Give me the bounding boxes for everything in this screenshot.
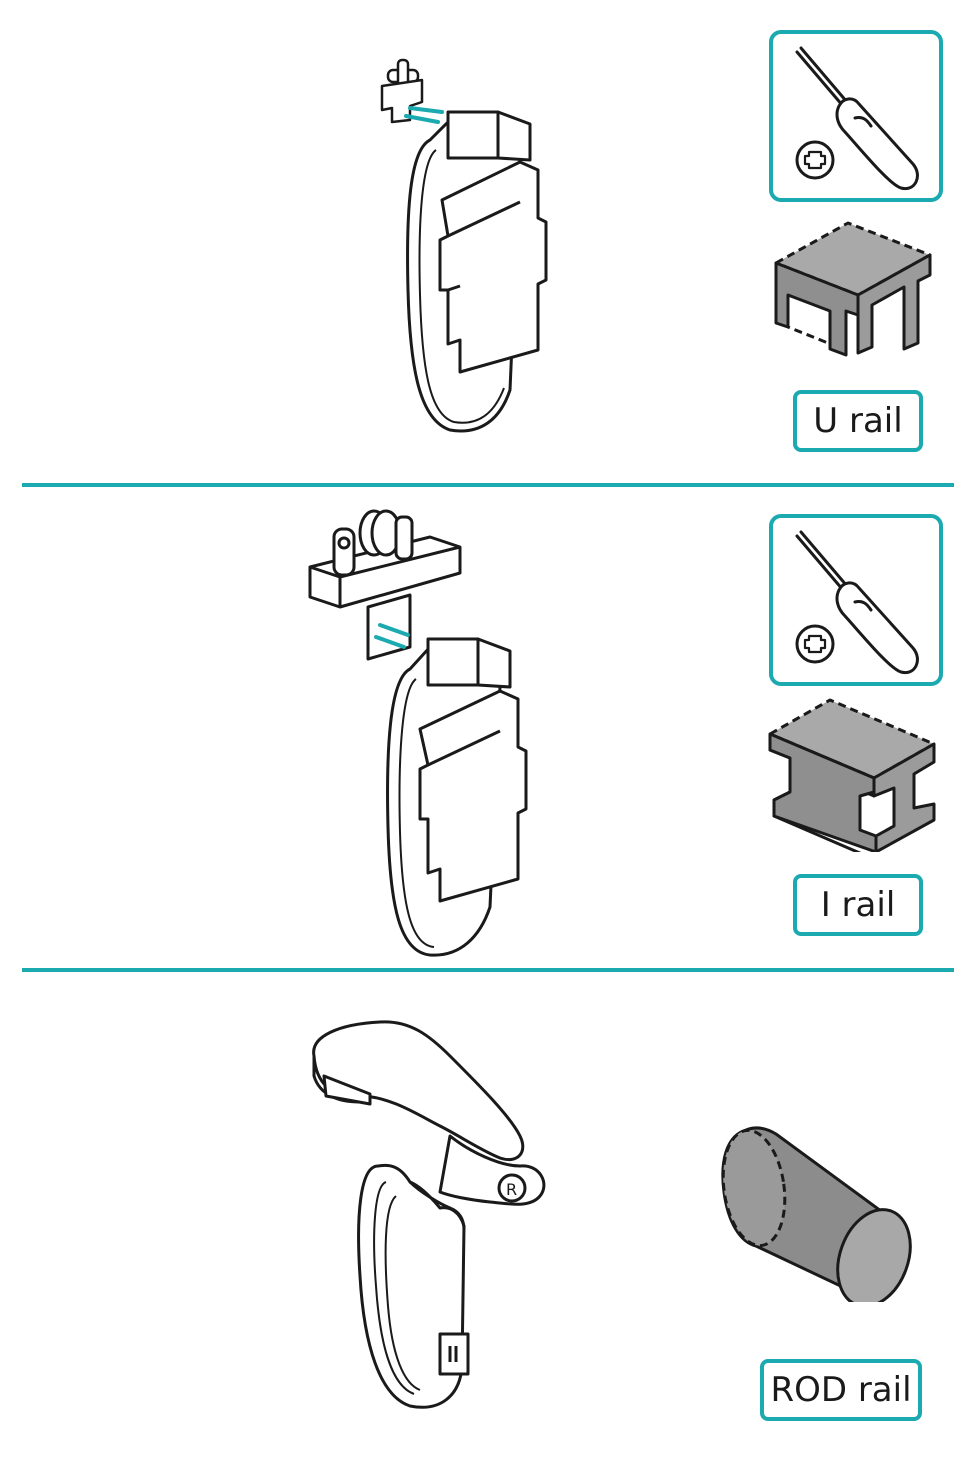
u-rail-device-illustration [370,50,570,440]
rod-rail-icon [716,1122,916,1302]
panel-u-rail: U rail [0,0,969,484]
svg-text:R: R [506,1180,517,1199]
screwdriver-tool-box-2 [769,514,943,686]
screwdriver-tool-box [769,30,943,202]
rod-rail-label: ROD rail [760,1359,922,1421]
u-rail-label: U rail [793,390,923,452]
phillips-screwdriver-icon [795,530,919,675]
i-rail-label: I rail [793,874,923,936]
phillips-screwdriver-icon [795,46,919,191]
section-divider-2 [22,968,954,972]
panel-i-rail: I rail [0,487,969,967]
rod-rail-device-illustration: R [300,1016,560,1416]
i-rail-icon [764,692,944,852]
u-rail-icon [768,215,938,365]
i-rail-device-illustration [300,497,540,957]
panel-rod-rail: R ROD rail [0,972,969,1459]
section-divider-1 [22,483,954,487]
